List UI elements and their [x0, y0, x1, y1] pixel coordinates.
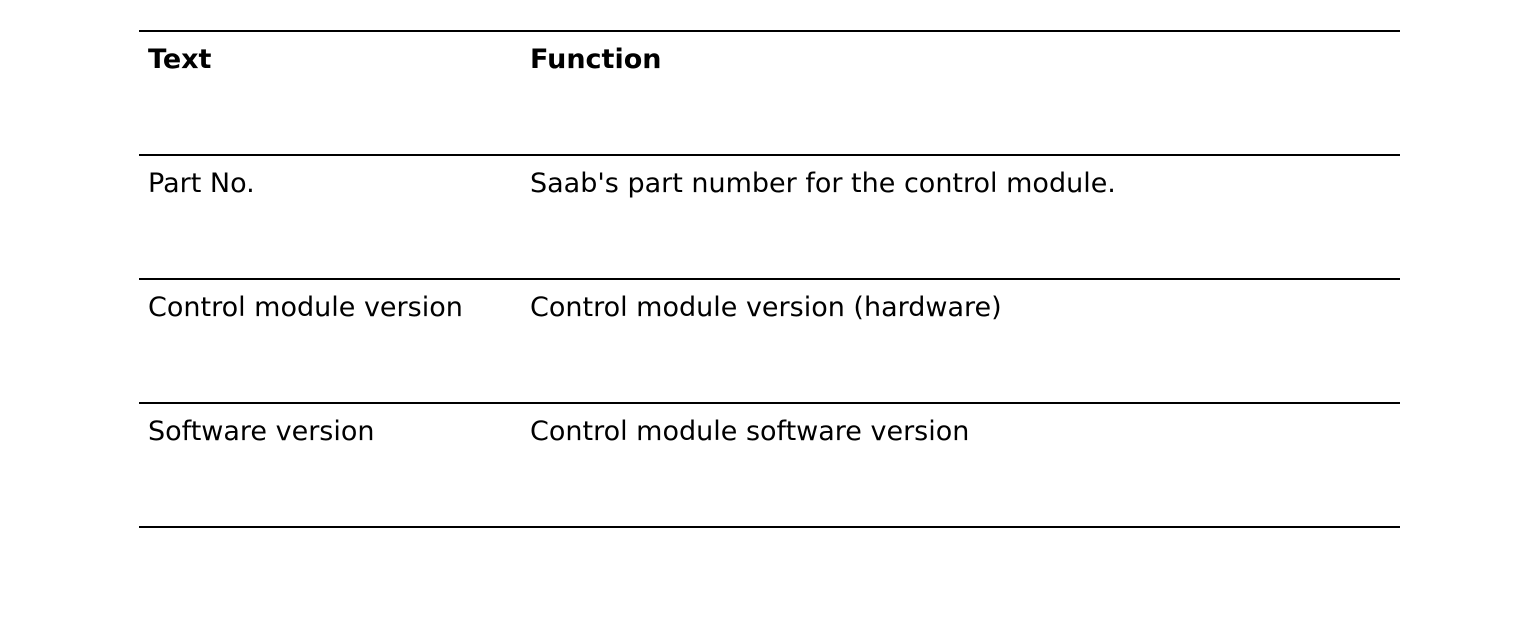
- row-function-cell: Control module software version: [530, 416, 970, 447]
- row-function-cell: Control module version (hardware): [530, 292, 1002, 323]
- table-row: Part No. Saab's part number for the cont…: [139, 156, 1400, 280]
- table-row: Control module version Control module ve…: [139, 280, 1400, 404]
- function-table: Text Function Part No. Saab's part numbe…: [139, 30, 1400, 528]
- table-row: Software version Control module software…: [139, 404, 1400, 528]
- header-text: Text: [148, 44, 212, 75]
- row-text-cell: Part No.: [148, 168, 255, 199]
- header-function: Function: [530, 44, 662, 75]
- table-header-row: Text Function: [139, 32, 1400, 156]
- row-text-cell: Software version: [148, 416, 375, 447]
- row-text-cell: Control module version: [148, 292, 463, 323]
- row-function-cell: Saab's part number for the control modul…: [530, 168, 1116, 199]
